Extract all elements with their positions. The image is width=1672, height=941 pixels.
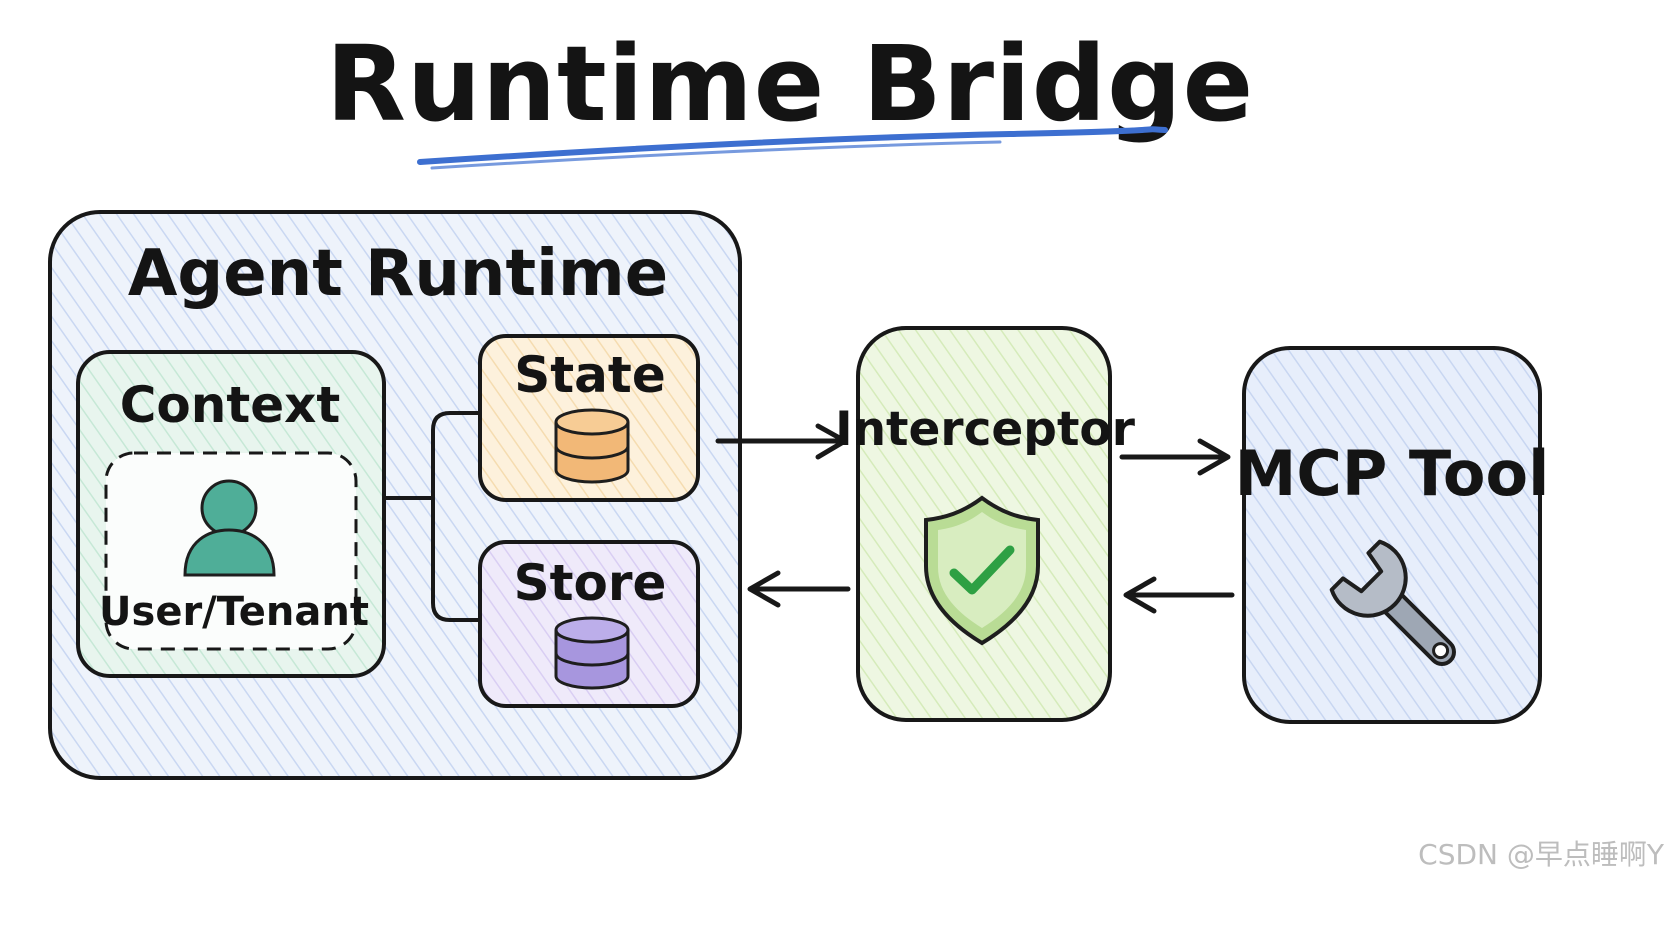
connector-branch (431, 411, 482, 622)
arrow-interceptor-to-runtime (747, 570, 851, 608)
diagram-title: Runtime Bridge (326, 23, 1254, 170)
title-text: Runtime Bridge (326, 23, 1254, 145)
arrow-mcp-to-interceptor (1123, 576, 1235, 614)
arrow-runtime-to-interceptor (715, 423, 848, 460)
interceptor-label: Interceptor (835, 402, 1136, 457)
store-box: Store (478, 540, 700, 708)
context-connector (384, 411, 482, 622)
state-box: State (478, 334, 700, 502)
state-label: State (514, 346, 665, 404)
mcp-tool-box: MCP Tool (1235, 346, 1550, 724)
watermark-text: CSDN @早点睡啊Y (1418, 838, 1665, 871)
title-underline-stroke (430, 140, 1002, 170)
agent-runtime-label: Agent Runtime (128, 237, 668, 311)
wrench-icon (1329, 539, 1456, 666)
interceptor-box: Interceptor (835, 326, 1136, 722)
context-label: Context (120, 376, 341, 434)
user-tenant-label: User/Tenant (99, 589, 369, 635)
state-database-icon (554, 408, 630, 484)
store-database-icon (554, 616, 630, 690)
mcp-tool-label: MCP Tool (1235, 437, 1550, 510)
mcp-tool-frame (1242, 346, 1542, 724)
user-icon (183, 479, 276, 577)
arrow-interceptor-to-mcp (1119, 438, 1231, 476)
title-underline (417, 126, 1168, 165)
store-label: Store (514, 554, 667, 612)
context-box: Context User/Tenant (76, 350, 386, 678)
shield-check-icon (924, 495, 1040, 646)
